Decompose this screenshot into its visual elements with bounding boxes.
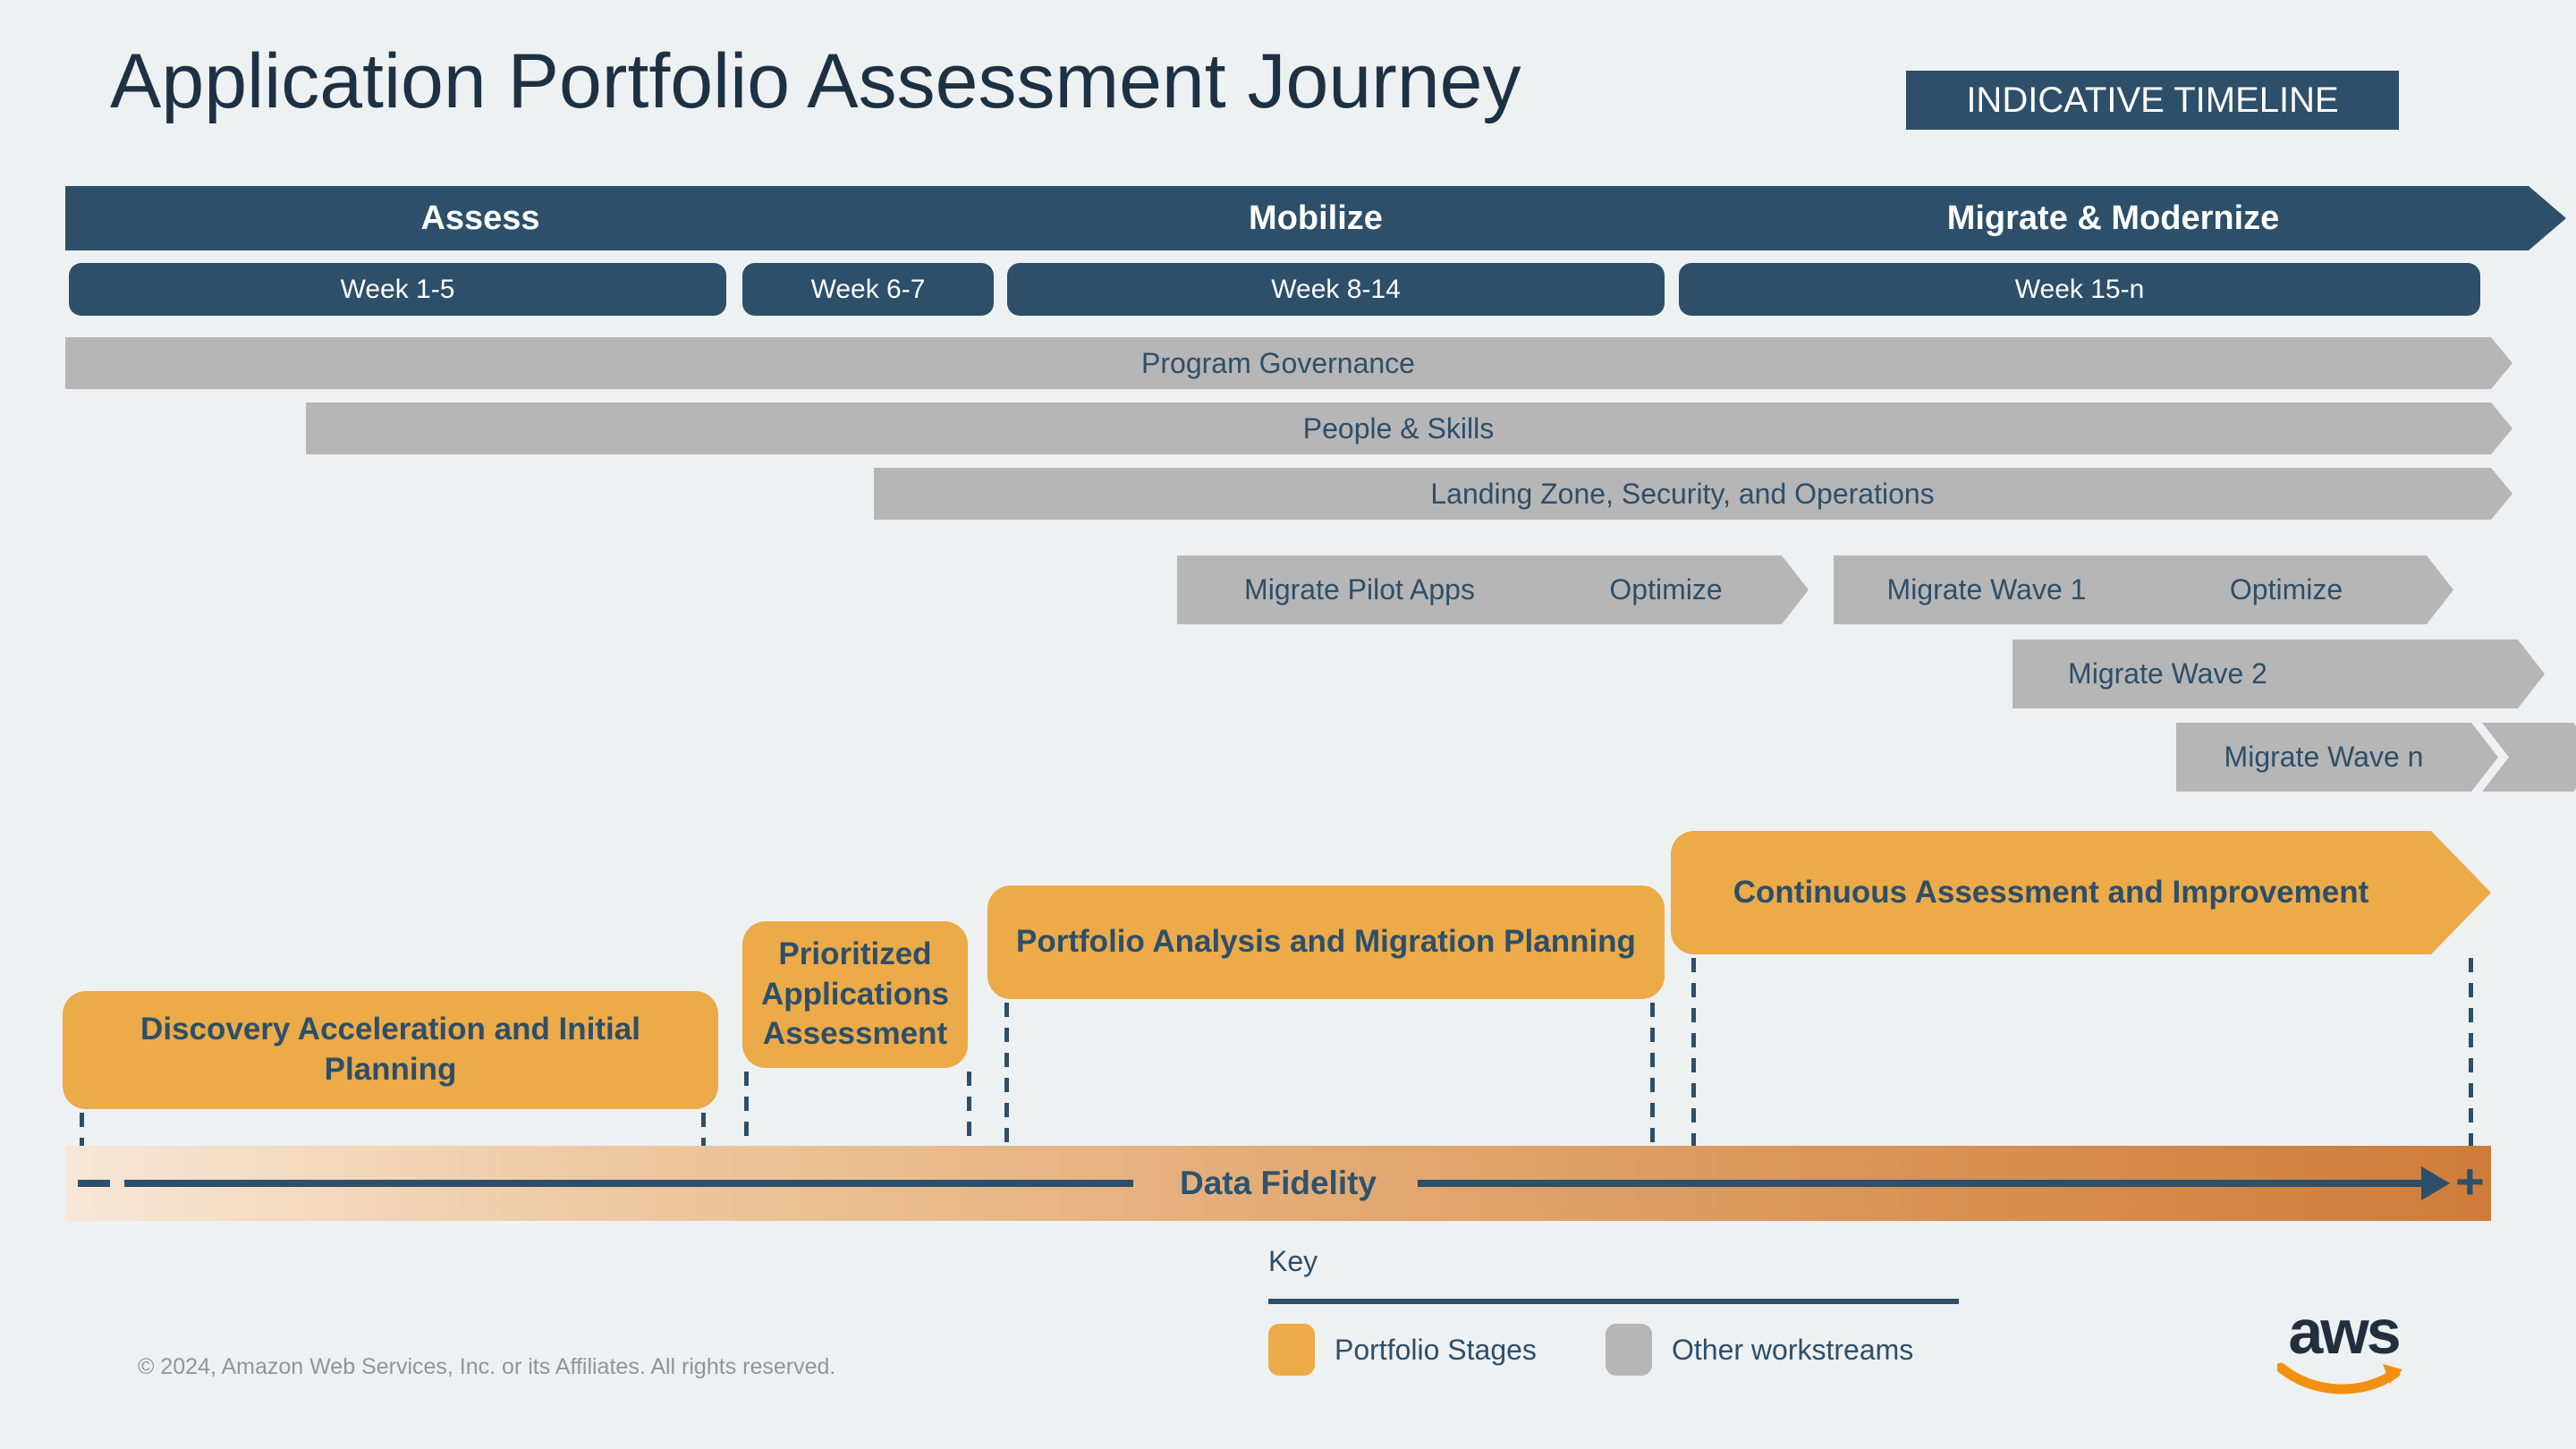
stage-portfolio-analysis: Portfolio Analysis and Migration Plannin… <box>987 886 1665 999</box>
aws-smile-icon <box>2277 1362 2402 1394</box>
copyright-text: © 2024, Amazon Web Services, Inc. or its… <box>138 1354 836 1379</box>
workstream-bar-landing-zone: Landing Zone, Security, and Operations <box>874 468 2512 520</box>
key-rule <box>1268 1299 1959 1304</box>
workstream-bar-program-governance: Program Governance <box>65 337 2512 389</box>
key-item-portfolio-stages: Portfolio Stages <box>1268 1324 1537 1376</box>
wave-chevron-migrate-wave-2: Migrate Wave 2 <box>2012 640 2350 708</box>
workstream-bar-people-skills: People & Skills <box>306 402 2512 454</box>
key-item-other-workstreams: Other workstreams <box>1606 1324 1913 1376</box>
data-fidelity-label: Data Fidelity <box>1180 1165 1377 1201</box>
week-bar-1-5: Week 1-5 <box>69 263 726 316</box>
key-title: Key <box>1268 1245 1318 1277</box>
dashed-connector <box>744 1072 749 1146</box>
data-fidelity-line-right <box>1418 1180 2423 1187</box>
data-fidelity-line-dash <box>78 1180 110 1187</box>
week-bar-6-7: Week 6-7 <box>742 263 994 316</box>
wave-chevron-optimize-2: Optimize <box>2119 555 2453 624</box>
dashed-connector <box>80 1113 84 1146</box>
wave-chevron-migrate-wave-n: Migrate Wave n <box>2176 723 2498 792</box>
dashed-connector <box>1650 1003 1655 1146</box>
phase-arrow-mobilize: Mobilize <box>864 186 1767 250</box>
key-item-label: Other workstreams <box>1672 1333 1914 1366</box>
data-fidelity-bar: Data Fidelity + <box>65 1146 2491 1221</box>
wave-chevron-optimize-1: Optimize <box>1523 555 1809 624</box>
dashed-connector <box>967 1072 971 1146</box>
wave-chevron-migrate-wave-1: Migrate Wave 1 <box>1834 555 2166 624</box>
dashed-connector <box>701 1113 706 1146</box>
aws-logo: aws <box>2276 1297 2411 1400</box>
data-fidelity-line-left <box>124 1180 1133 1187</box>
phase-arrow-migrate-modernize: Migrate & Modernize <box>1660 186 2566 250</box>
other-workstreams-swatch <box>1606 1324 1652 1376</box>
stage-continuous-assessment: Continuous Assessment and Improvement <box>1671 831 2431 954</box>
week-bar-15-n: Week 15-n <box>1679 263 2480 316</box>
dashed-connector <box>1691 958 1696 1146</box>
aws-logo-text: aws <box>2288 1297 2401 1367</box>
key-item-label: Portfolio Stages <box>1335 1333 1537 1366</box>
dashed-connector <box>2469 958 2473 1146</box>
dashed-connector <box>1004 1003 1009 1146</box>
week-bar-8-14: Week 8-14 <box>1007 263 1665 316</box>
phase-arrow-assess: Assess <box>65 186 933 250</box>
plus-icon: + <box>2455 1152 2485 1209</box>
stage-discovery-acceleration: Discovery Acceleration and Initial Plann… <box>63 991 718 1109</box>
page-title: Application Portfolio Assessment Journey <box>110 38 1521 124</box>
stage-continuous-assessment-tip <box>2431 831 2491 954</box>
wave-chevron-blank-1 <box>2306 640 2545 708</box>
stage-prioritized-applications: Prioritized Applications Assessment <box>742 921 968 1068</box>
indicative-timeline-badge: INDICATIVE TIMELINE <box>1906 71 2399 130</box>
arrow-right-icon <box>2421 1166 2450 1200</box>
portfolio-stages-swatch <box>1268 1324 1315 1376</box>
wave-chevron-migrate-pilot-apps: Migrate Pilot Apps <box>1177 555 1569 624</box>
